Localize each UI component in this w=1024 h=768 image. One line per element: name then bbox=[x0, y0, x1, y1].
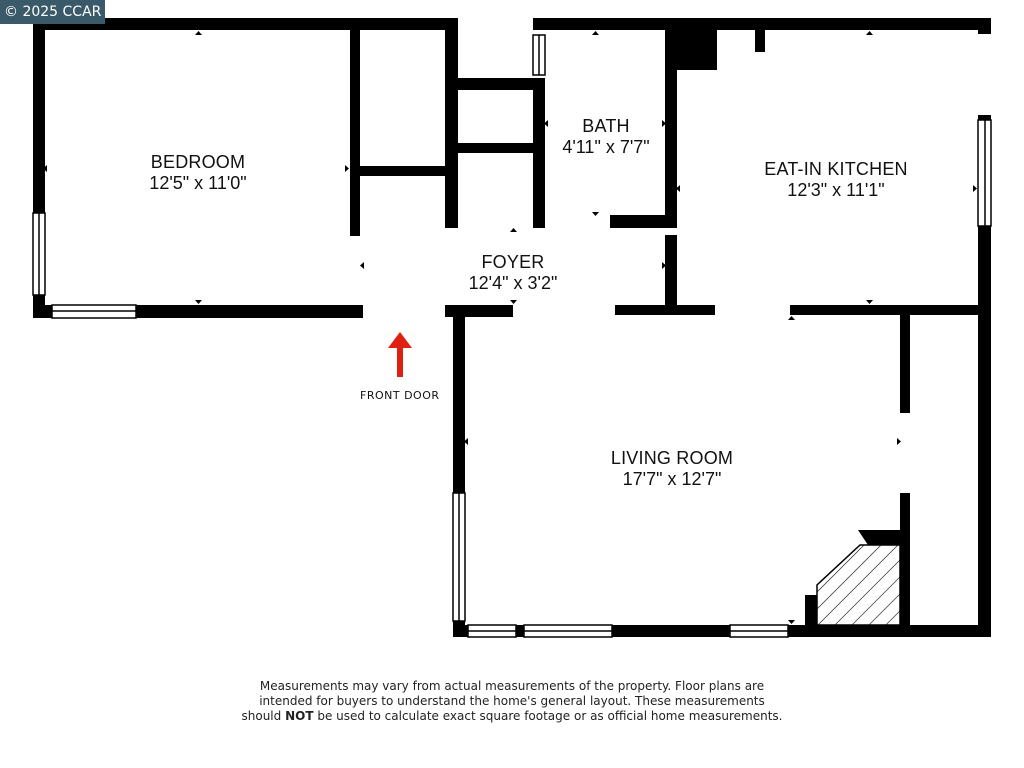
hearth bbox=[816, 544, 901, 626]
wall bbox=[790, 305, 980, 315]
windows bbox=[32, 34, 992, 638]
room-name: EAT-IN KITCHEN bbox=[764, 159, 908, 179]
arrow-shaft bbox=[397, 345, 403, 377]
fireplace-hearth bbox=[816, 544, 901, 626]
disclaimer-emphasis: NOT bbox=[285, 709, 314, 723]
room-name: LIVING ROOM bbox=[610, 448, 734, 468]
room-label-kitchen: EAT-IN KITCHEN 12'3" x 11'1" bbox=[764, 159, 907, 201]
room-name: FOYER bbox=[481, 252, 545, 272]
room-label-foyer: FOYER 12'4" x 3'2" bbox=[469, 252, 558, 294]
room-name: BEDROOM bbox=[150, 152, 246, 172]
wall bbox=[755, 30, 765, 52]
room-label-living-room: LIVING ROOM 17'7" x 12'7" bbox=[611, 448, 733, 490]
wall bbox=[533, 78, 545, 228]
wall bbox=[445, 18, 458, 228]
front-door-arrow bbox=[388, 332, 412, 377]
wall bbox=[858, 530, 900, 545]
wall bbox=[360, 166, 450, 176]
room-label-bath: BATH 4'11" x 7'7" bbox=[562, 116, 649, 158]
wall bbox=[533, 18, 991, 30]
room-size: 4'11" x 7'7" bbox=[562, 137, 650, 157]
copyright-badge: © 2025 CCAR bbox=[0, 0, 106, 24]
wall bbox=[615, 305, 715, 315]
arrow-head bbox=[388, 332, 412, 348]
wall bbox=[978, 115, 991, 637]
disclaimer: Measurements may vary from actual measur… bbox=[0, 679, 1024, 724]
wall bbox=[900, 315, 910, 413]
wall bbox=[978, 18, 991, 34]
room-size: 12'5" x 11'0" bbox=[149, 173, 247, 193]
dimension-ticks bbox=[43, 31, 977, 624]
disclaimer-line: Measurements may vary from actual measur… bbox=[259, 679, 765, 693]
disclaimer-line: intended for buyers to understand the ho… bbox=[259, 694, 765, 708]
wall bbox=[665, 235, 677, 305]
wall bbox=[900, 493, 910, 628]
wall bbox=[350, 30, 360, 236]
wall bbox=[805, 595, 817, 630]
wall bbox=[610, 215, 677, 228]
room-label-bedroom: BEDROOM 12'5" x 11'0" bbox=[149, 152, 246, 194]
room-size: 12'3" x 11'1" bbox=[787, 180, 885, 200]
wall bbox=[455, 78, 543, 90]
disclaimer-text: be used to calculate exact square footag… bbox=[313, 709, 783, 723]
disclaimer-text: should bbox=[241, 709, 286, 723]
wall bbox=[455, 143, 543, 153]
room-size: 17'7" x 12'7" bbox=[622, 469, 722, 489]
disclaimer-line: should NOT be used to calculate exact sq… bbox=[0, 709, 1024, 724]
wall bbox=[33, 18, 458, 30]
walls bbox=[33, 18, 991, 637]
room-size: 12'4" x 3'2" bbox=[468, 273, 558, 293]
front-door-label: FRONT DOOR bbox=[360, 389, 440, 402]
wall bbox=[677, 30, 717, 70]
room-name: BATH bbox=[582, 116, 630, 136]
wall bbox=[665, 30, 677, 228]
